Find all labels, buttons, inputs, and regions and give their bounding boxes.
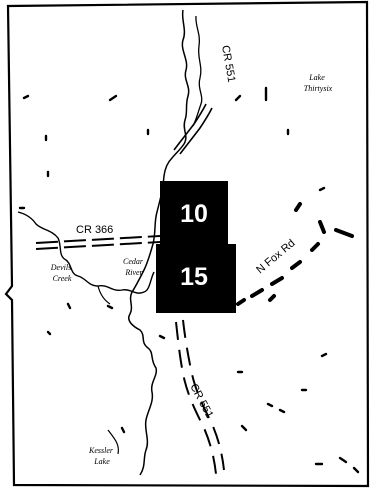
kessler-lake-line1: Kessler	[88, 446, 114, 455]
section-15-block	[156, 244, 236, 313]
cr366-road	[35, 235, 161, 244]
kessler-lake-line2: Lake	[93, 457, 110, 466]
lake-thirtysix-label: Lake Thirtysix	[304, 73, 333, 93]
devils-creek-line2: Creek	[53, 274, 72, 283]
cr551-south-road	[175, 321, 217, 475]
devils-creek-line1: Devils	[50, 263, 71, 272]
map-marks	[18, 86, 360, 474]
cr366-road-edge	[35, 241, 161, 250]
n-fox-rd-label: N Fox Rd	[254, 237, 297, 276]
cr551-north-road-edge	[179, 107, 213, 155]
kessler-lake-label: Kessler Lake	[88, 446, 115, 466]
devils-creek-label: Devils Creek	[50, 263, 73, 283]
cr551-north-road	[173, 103, 207, 151]
lake-thirtysix-line1: Lake	[308, 73, 325, 82]
devils-creek-branch	[97, 285, 111, 305]
cedar-river	[128, 9, 190, 476]
cr551-south-label: CR 551	[187, 382, 215, 421]
cr551-north-label: CR 551	[219, 44, 237, 83]
cedar-river-line2: River	[124, 268, 143, 277]
cedar-river-label: Cedar River	[123, 257, 145, 277]
section-15-number: 15	[180, 263, 208, 291]
map-border	[4, 0, 370, 488]
section-10-number: 10	[180, 200, 208, 228]
section-10-block	[160, 181, 228, 245]
river-bank-inner	[192, 15, 203, 127]
cedar-river-line1: Cedar	[123, 257, 144, 266]
n-fox-rd-road	[236, 202, 354, 306]
devils-creek	[17, 211, 155, 294]
south-creek	[107, 429, 119, 455]
cr366-label: CR 366	[76, 224, 113, 236]
lake-thirtysix-line2: Thirtysix	[304, 84, 333, 93]
